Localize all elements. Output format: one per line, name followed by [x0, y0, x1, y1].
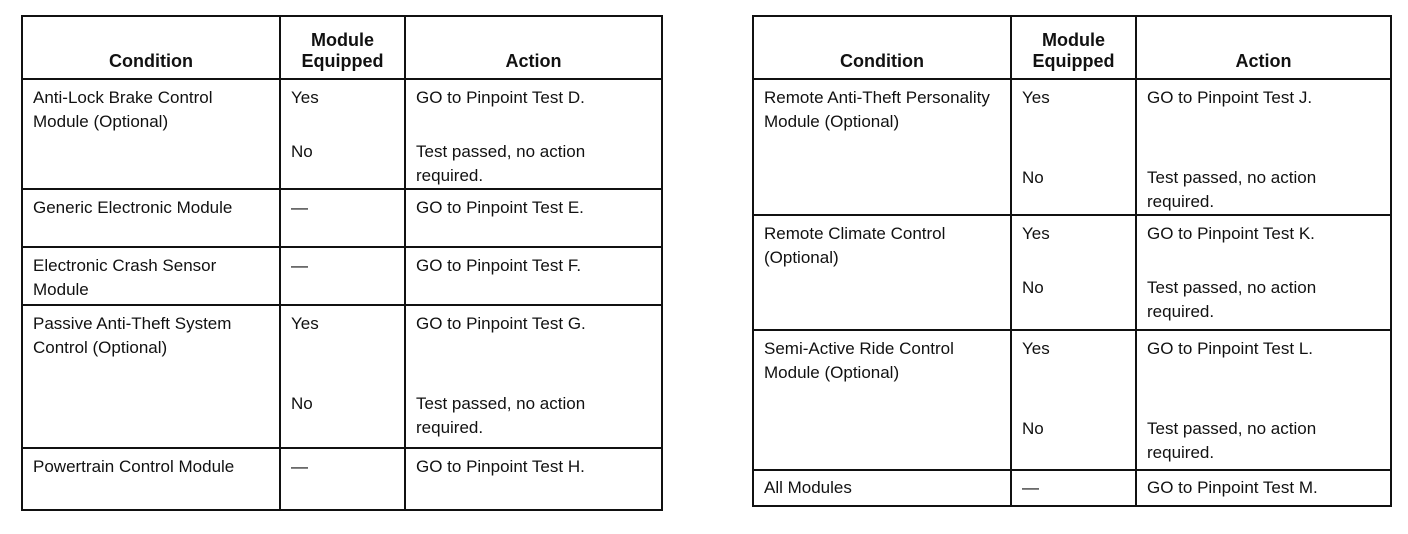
module-equipped-value: Yes [1022, 339, 1050, 358]
action-text: GO to Pinpoint Test J. [1147, 88, 1313, 107]
table-row: Generic Electronic Module — GO to Pinpoi… [21, 188, 663, 248]
action-text: GO to Pinpoint Test F. [416, 256, 582, 275]
condition-cell: All Modules [764, 478, 852, 497]
module-equipped-value: — [291, 256, 308, 275]
table-row: Semi-Active Ride Control Module (Optiona… [752, 329, 1392, 471]
action-text: GO to Pinpoint Test D. [416, 88, 585, 107]
action-text: Test passed, no action required. [416, 142, 586, 185]
header-module-equipped: Module Equipped [279, 15, 406, 80]
header-condition: Condition [21, 15, 281, 80]
module-equipped-value: — [1022, 478, 1039, 497]
pinpoint-table-right: Condition Module Equipped Action Remote … [752, 15, 1392, 507]
table-row: Electronic Crash Sensor Module — GO to P… [21, 246, 663, 306]
table-row: All Modules — GO to Pinpoint Test M. [752, 469, 1392, 507]
header-action: Action [404, 15, 663, 80]
action-text: GO to Pinpoint Test H. [416, 457, 585, 476]
table-row: Powertrain Control Module — GO to Pinpoi… [21, 447, 663, 511]
table-row: Remote Anti-Theft Personality Module (Op… [752, 78, 1392, 216]
header-module-equipped: Module Equipped [1010, 15, 1137, 80]
table-row: Anti-Lock Brake Control Module (Optional… [21, 78, 663, 190]
table-row: Remote Climate Control (Optional) Yes No… [752, 214, 1392, 331]
condition-cell: Remote Anti-Theft Personality Module (Op… [764, 88, 990, 131]
condition-cell: Anti-Lock Brake Control Module (Optional… [33, 88, 213, 131]
action-text: GO to Pinpoint Test G. [416, 314, 586, 333]
module-equipped-value: — [291, 457, 308, 476]
condition-cell: Semi-Active Ride Control Module (Optiona… [764, 339, 954, 382]
action-text: GO to Pinpoint Test K. [1147, 224, 1315, 243]
module-equipped-value: No [291, 142, 313, 161]
pinpoint-table-left: Condition Module Equipped Action Anti-Lo… [21, 15, 663, 511]
action-text: Test passed, no action required. [1147, 168, 1317, 211]
action-text: GO to Pinpoint Test E. [416, 198, 584, 217]
module-equipped-value: Yes [1022, 88, 1050, 107]
module-equipped-value: Yes [291, 88, 319, 107]
action-text: Test passed, no action required. [1147, 278, 1317, 321]
module-equipped-value: No [1022, 419, 1044, 438]
action-text: Test passed, no action required. [416, 394, 586, 437]
module-equipped-value: — [291, 198, 308, 217]
action-text: Test passed, no action required. [1147, 419, 1317, 462]
module-equipped-value: No [1022, 168, 1044, 187]
module-equipped-value: No [1022, 278, 1044, 297]
action-text: GO to Pinpoint Test L. [1147, 339, 1313, 358]
condition-cell: Generic Electronic Module [33, 198, 233, 217]
table-row: Passive Anti-Theft System Control (Optio… [21, 304, 663, 449]
condition-cell: Remote Climate Control (Optional) [764, 224, 946, 267]
header-condition: Condition [752, 15, 1012, 80]
module-equipped-value: No [291, 394, 313, 413]
condition-cell: Electronic Crash Sensor Module [33, 256, 217, 299]
action-text: GO to Pinpoint Test M. [1147, 478, 1318, 497]
header-action: Action [1135, 15, 1392, 80]
module-equipped-value: Yes [291, 314, 319, 333]
condition-cell: Passive Anti-Theft System Control (Optio… [33, 314, 232, 357]
module-equipped-value: Yes [1022, 224, 1050, 243]
condition-cell: Powertrain Control Module [33, 457, 235, 476]
